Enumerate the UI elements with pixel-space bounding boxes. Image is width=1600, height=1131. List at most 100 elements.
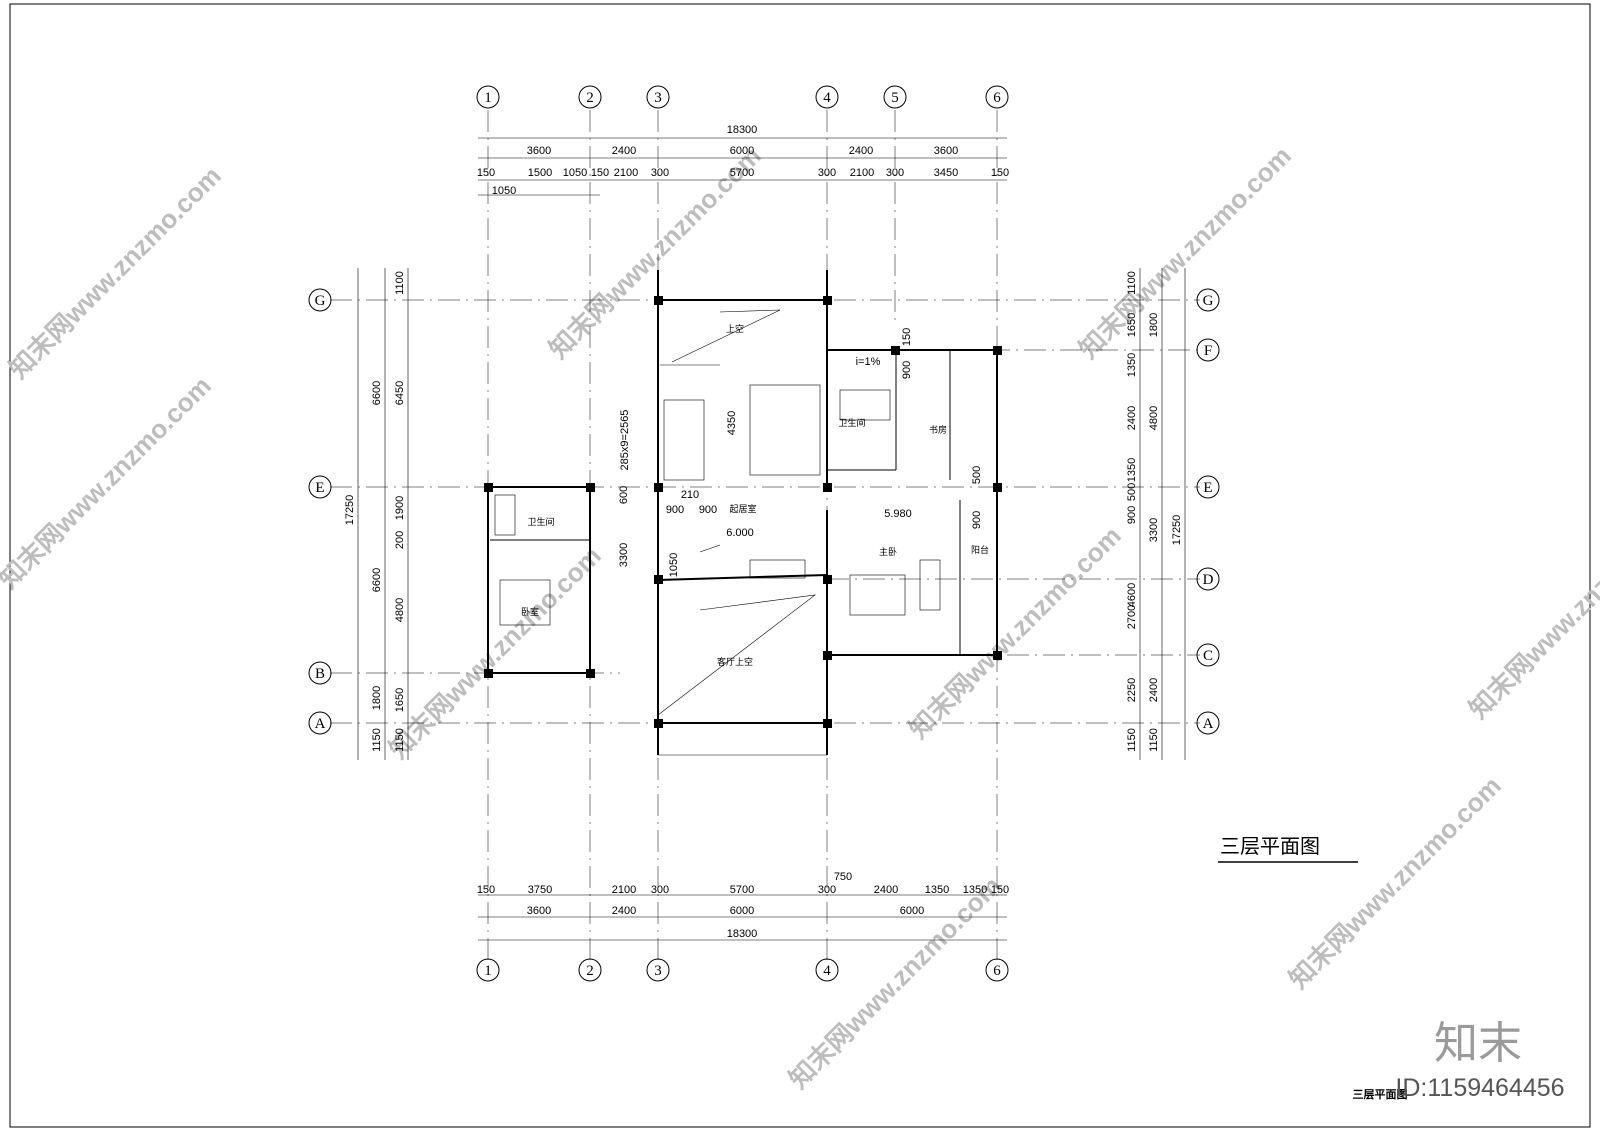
svg-text:150: 150: [477, 884, 495, 896]
top-dimension-lines: [357, 137, 1186, 941]
left-dimensions: 6600 6600 1800 1150 17250 1100 6450 1900…: [344, 271, 406, 752]
svg-text:4600: 4600: [1126, 583, 1138, 607]
axis-bubble-top-5: 5: [883, 85, 907, 109]
svg-text:4800: 4800: [1148, 406, 1160, 430]
axis-bubble-left-A: A: [308, 711, 332, 735]
svg-text:1500: 1500: [528, 167, 552, 179]
axis-bubble-right-G: G: [1196, 288, 1220, 312]
watermark-text: 知末网www.znzmo.com: [3, 160, 227, 384]
svg-text:1100: 1100: [1126, 271, 1138, 295]
dim-bottom-total: 18300: [727, 928, 758, 940]
axis-bubble-top-2: 2: [578, 85, 602, 109]
axis-bubble-left-B: B: [308, 661, 332, 685]
svg-text:1350: 1350: [1126, 353, 1138, 377]
svg-text:300: 300: [818, 167, 836, 179]
room-master-bed: 主卧: [879, 546, 897, 558]
room-lounge: 起居室: [729, 503, 756, 515]
axis-bubble-bottom-6: 6: [985, 958, 1009, 982]
watermark-text: 知末网www.znzmo.com: [1463, 500, 1600, 724]
level-5980: 5.980: [884, 508, 912, 520]
svg-text:300: 300: [651, 884, 669, 896]
svg-text:2400: 2400: [612, 905, 636, 917]
svg-text:2400: 2400: [612, 145, 636, 157]
svg-text:6000: 6000: [900, 905, 924, 917]
svg-text:2100: 2100: [612, 884, 636, 896]
footer-title: 三层平面图: [1353, 1088, 1408, 1101]
svg-text:3300: 3300: [1148, 518, 1160, 542]
svg-text:1150: 1150: [1148, 728, 1160, 752]
svg-text:2400: 2400: [1148, 678, 1160, 702]
room-study: 书房: [929, 424, 947, 436]
right-axis-bubbles: G F E D C A: [1196, 288, 1220, 735]
svg-text:5: 5: [891, 90, 899, 106]
top-dimensions: 18300 3600 2400 6000 2400 3600 150 1500 …: [477, 124, 1009, 197]
svg-text:500: 500: [971, 466, 983, 484]
svg-text:3600: 3600: [934, 145, 958, 157]
svg-text:3750: 3750: [528, 884, 552, 896]
svg-text:2100: 2100: [614, 167, 638, 179]
axis-bubble-top-1: 1: [476, 85, 500, 109]
axis-bubble-bottom-3: 3: [646, 958, 670, 982]
svg-text:300: 300: [886, 167, 904, 179]
svg-text:600: 600: [618, 486, 630, 504]
axis-bubble-left-G: G: [308, 288, 332, 312]
svg-text:4: 4: [823, 963, 831, 979]
svg-text:2700: 2700: [1126, 605, 1138, 629]
axis-bubble-right-C: C: [1196, 643, 1220, 667]
svg-text:4800: 4800: [394, 598, 406, 622]
svg-text:150: 150: [991, 167, 1009, 179]
building-walls: [487, 270, 998, 756]
room-void-upper: 上空: [726, 323, 744, 335]
svg-text:900: 900: [666, 504, 684, 516]
svg-text:3: 3: [654, 90, 662, 106]
drawing-title-block: 三层平面图: [1218, 834, 1358, 863]
axis-bubble-right-A: A: [1196, 711, 1220, 735]
svg-text:900: 900: [971, 511, 983, 529]
svg-text:2400: 2400: [849, 145, 873, 157]
drawing-title: 三层平面图: [1220, 834, 1320, 858]
svg-text:6: 6: [993, 963, 1001, 979]
room-bath-right: 卫生间: [838, 417, 865, 429]
svg-text:3300: 3300: [618, 543, 630, 567]
svg-text:900: 900: [1126, 506, 1138, 524]
svg-text:3600: 3600: [527, 145, 551, 157]
axis-bubble-bottom-1: 1: [476, 958, 500, 982]
svg-text:200: 200: [394, 531, 406, 549]
svg-text:2: 2: [586, 963, 594, 979]
axis-bubble-right-E: E: [1196, 475, 1220, 499]
svg-text:2: 2: [586, 90, 594, 106]
axis-bubble-top-3: 3: [646, 85, 670, 109]
axis-bubble-top-4: 4: [815, 85, 839, 109]
axis-bubble-right-D: D: [1196, 567, 1220, 591]
svg-text:6: 6: [993, 90, 1001, 106]
svg-text:1050: 1050: [668, 553, 680, 577]
axis-bubble-bottom-2: 2: [578, 958, 602, 982]
svg-text:1050: 1050: [563, 167, 587, 179]
svg-text:B: B: [315, 666, 325, 682]
watermark-text: 知末网www.znzmo.com: [903, 520, 1127, 744]
svg-text:1150: 1150: [1126, 728, 1138, 752]
svg-text:5700: 5700: [730, 884, 754, 896]
watermark-layer: 知末网www.znzmo.com 知末网www.znzmo.com 知末网www.z…: [0, 140, 1600, 1094]
plan-notes: 285x9=2565 4350 6.000 5.980 i=1% 150 600…: [618, 328, 983, 577]
svg-text:6000: 6000: [730, 905, 754, 917]
axis-bubble-bottom-4: 4: [815, 958, 839, 982]
room-bath-left: 卫生间: [527, 516, 554, 528]
svg-text:1650: 1650: [1126, 313, 1138, 337]
watermark-text: 知末网www.znzmo.com: [783, 870, 1007, 1094]
svg-text:17250: 17250: [344, 495, 356, 526]
room-labels: 上空 客厅上空 起居室 主卧 卧室 卫生间 卫生间 书房 阳台: [521, 323, 989, 668]
axis-bubble-right-F: F: [1196, 338, 1220, 362]
watermark-text: 知末网www.znzmo.com: [383, 540, 607, 764]
svg-text:150: 150: [991, 884, 1009, 896]
drawing-frame: [9, 3, 1591, 1128]
svg-text:150: 150: [901, 328, 913, 346]
svg-text:G: G: [315, 293, 326, 309]
svg-text:1350: 1350: [1126, 458, 1138, 482]
svg-text:E: E: [1203, 480, 1212, 496]
svg-text:A: A: [315, 716, 326, 732]
watermark-text: 知末网www.znzmo.com: [1283, 770, 1507, 994]
svg-text:1: 1: [484, 90, 492, 106]
svg-text:2400: 2400: [1126, 406, 1138, 430]
